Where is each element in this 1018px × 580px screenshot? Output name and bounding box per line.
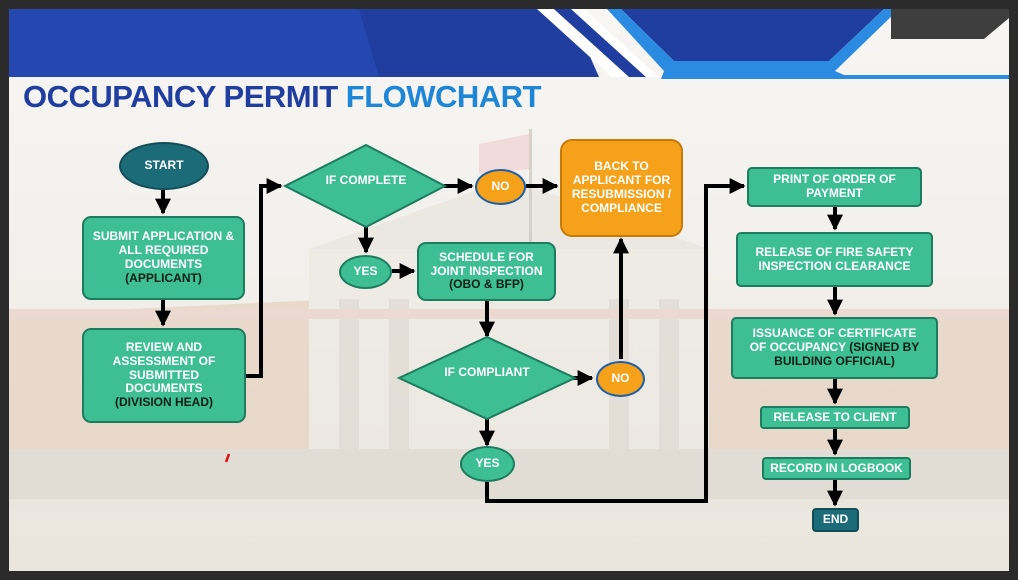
title-part-flowchart: FLOWCHART (345, 79, 542, 114)
record-logbook-label: RECORD IN LOGBOOK (770, 460, 903, 475)
issuance-label: ISSUANCE OF CERTIFICATE OF OCCUPANCY (749, 326, 917, 355)
yes-node-1: YES (339, 255, 392, 289)
start-node: START (119, 142, 209, 190)
page-title: OCCUPANCY PERMIT FLOWCHART (23, 79, 542, 115)
if-compliant-label: IF COMPLIANT (444, 365, 530, 379)
header-banner (9, 9, 1009, 79)
issuance-node: ISSUANCE OF CERTIFICATE OF OCCUPANCY (SI… (731, 317, 938, 379)
no-node-2: NO (596, 361, 645, 397)
review-assessment-sub: (DIVISION HEAD) (114, 395, 213, 410)
yes-label-2: YES (475, 456, 500, 471)
submit-application-node: SUBMIT APPLICATION & ALL REQUIRED DOCUME… (82, 216, 245, 300)
release-to-client-label: RELEASE TO CLIENT (773, 409, 897, 424)
title-part-occupancy-permit: OCCUPANCY PERMIT (23, 79, 338, 114)
back-to-applicant-node: BACK TO APPLICANT FOR RESUBMISSION / COM… (560, 139, 683, 237)
no-node-1: NO (475, 169, 526, 205)
review-assessment-label: REVIEW AND ASSESSMENT OF SUBMITTED DOCUM… (112, 340, 216, 396)
release-fsic-label: RELEASE OF FIRE SAFETY INSPECTION CLEARA… (755, 244, 914, 273)
schedule-inspection-node: SCHEDULE FOR JOINT INSPECTION(OBO & BFP) (417, 242, 556, 301)
slide: OCCUPANCY PERMIT FLOWCHART (9, 9, 1009, 571)
submit-application-sub: (APPLICANT) (125, 270, 202, 285)
print-order-label: PRINT OF ORDER OF PAYMENT (773, 172, 896, 200)
schedule-inspection-label: SCHEDULE FOR JOINT INSPECTION (430, 249, 543, 278)
end-label: END (822, 512, 849, 527)
release-to-client-node: RELEASE TO CLIENT (760, 406, 910, 429)
no-label-1: NO (491, 179, 510, 194)
yes-node-2: YES (460, 446, 515, 482)
back-to-applicant-label: BACK TO APPLICANT FOR RESUBMISSION / COM… (571, 159, 672, 215)
start-label: START (144, 158, 184, 173)
print-order-node: PRINT OF ORDER OF PAYMENT (747, 167, 922, 207)
review-assessment-node: REVIEW AND ASSESSMENT OF SUBMITTED DOCUM… (82, 328, 246, 423)
record-logbook-node: RECORD IN LOGBOOK (762, 457, 911, 480)
release-fsic-node: RELEASE OF FIRE SAFETY INSPECTION CLEARA… (736, 232, 933, 287)
issuance-sub: (SIGNED BY BUILDING OFFICIAL) (774, 340, 920, 368)
submit-application-label: SUBMIT APPLICATION & ALL REQUIRED DOCUME… (92, 229, 235, 271)
schedule-inspection-sub: (OBO & BFP) (449, 277, 524, 292)
yes-label-1: YES (353, 264, 378, 279)
if-complete-label: IF COMPLETE (325, 173, 407, 187)
no-label-2: NO (611, 371, 630, 386)
end-node: END (812, 508, 859, 532)
